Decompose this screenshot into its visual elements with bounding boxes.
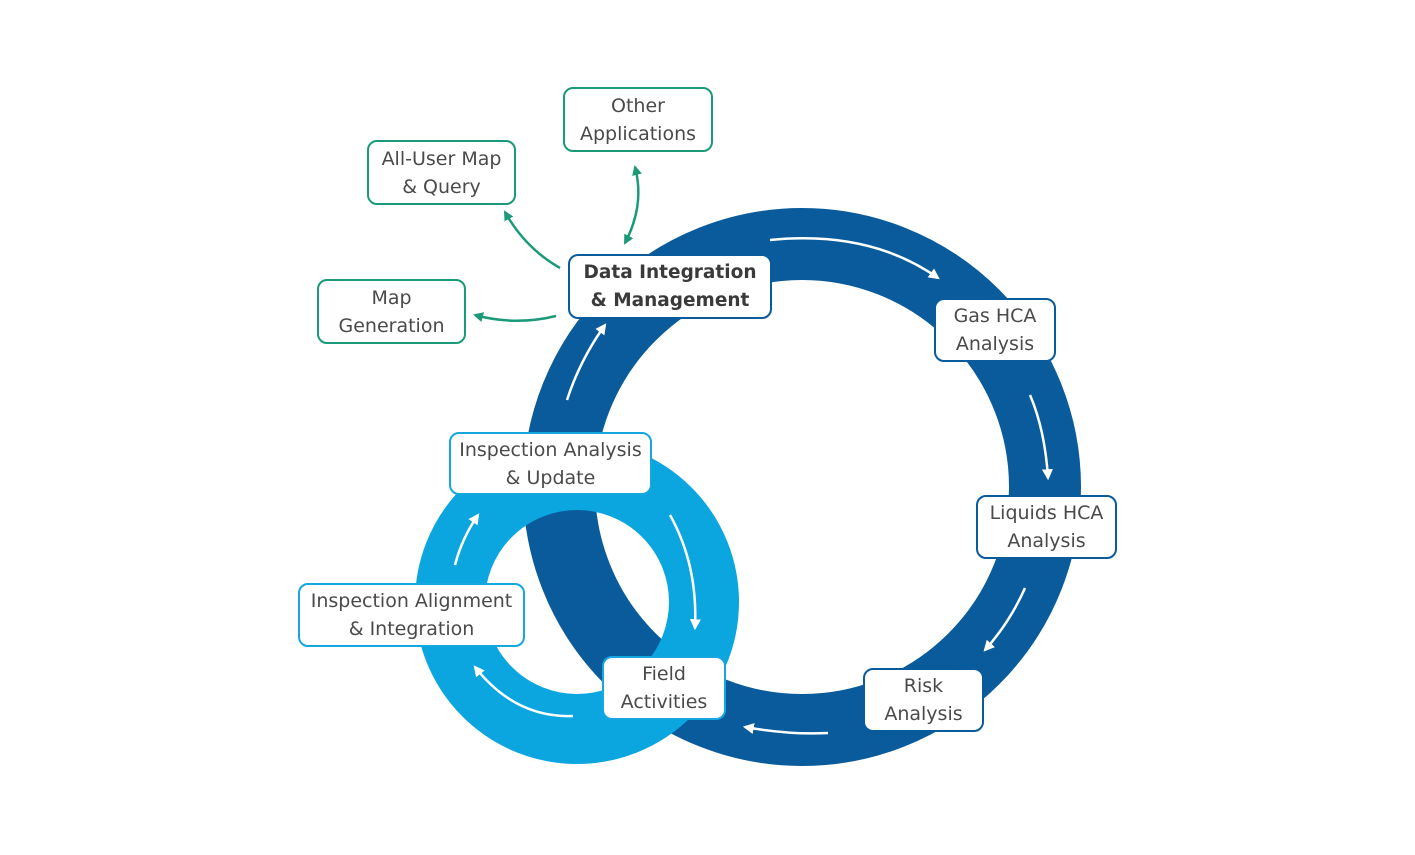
flow-arrow-update-to-hub [565,323,607,401]
gas-hca-analysis-node[interactable]: Gas HCA Analysis [934,298,1056,362]
data-integration-node[interactable]: Data Integration & Management [568,254,772,319]
flow-arrow-alignment-to-update [453,513,480,566]
all-user-map-query-node[interactable]: All-User Map & Query [367,140,516,205]
other-applications-node[interactable]: Other Applications [563,87,713,152]
flow-arrow-risk-to-field [742,723,829,735]
outer-flow-arrows [565,237,1053,735]
field-activities-node[interactable]: Field Activities [602,656,726,720]
flow-arrow-field-to-alignment [473,665,574,718]
link-hub-map-generation [473,312,557,322]
link-hub-other-applications [623,165,642,245]
risk-analysis-node[interactable]: Risk Analysis [863,668,984,732]
inspection-analysis-node[interactable]: Inspection Analysis & Update [449,432,652,495]
flow-arrow-gas-to-liquids [1028,394,1053,481]
flow-arrow-liquids-to-risk [983,587,1027,652]
map-generation-node[interactable]: Map Generation [317,279,466,344]
application-links [473,165,642,322]
inner-flow-arrows [453,513,701,718]
inspection-alignment-node[interactable]: Inspection Alignment & Integration [298,583,525,647]
flow-arrow-update-to-field [668,514,701,631]
link-hub-all-user-map [503,210,561,270]
liquids-hca-analysis-node[interactable]: Liquids HCA Analysis [976,495,1117,559]
flow-arrow-hub-to-gas [769,237,940,280]
